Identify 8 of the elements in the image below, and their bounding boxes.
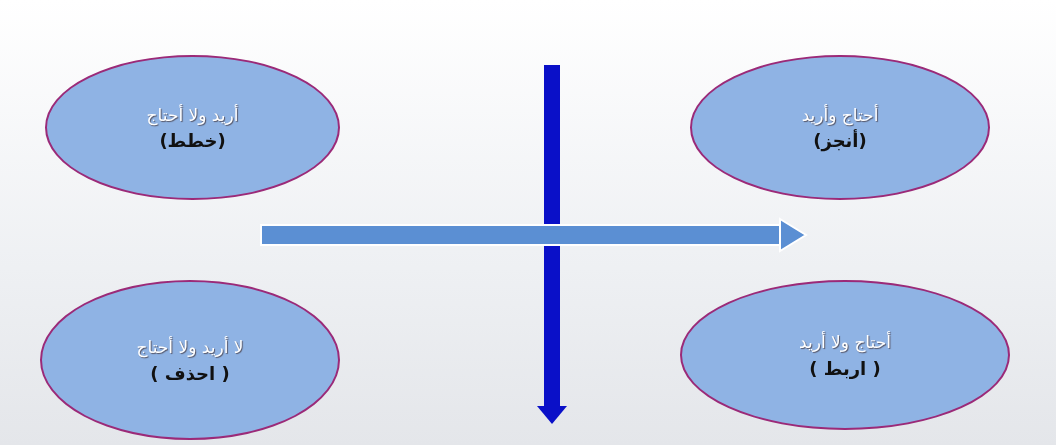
node-text: أريد ولا أحتاج — [146, 103, 239, 127]
node-keyword: (خطط) — [159, 130, 226, 152]
node-text: أحتاج وأريد — [801, 103, 879, 127]
node-keyword: ( اربط ) — [809, 357, 881, 379]
node-keyword: (أنجز) — [813, 130, 867, 152]
node-text: لا أريد ولا أحتاج — [136, 336, 244, 359]
node-keyword: ( احذف ) — [150, 362, 230, 384]
node-text: أحتاج ولا أريد — [799, 331, 891, 354]
